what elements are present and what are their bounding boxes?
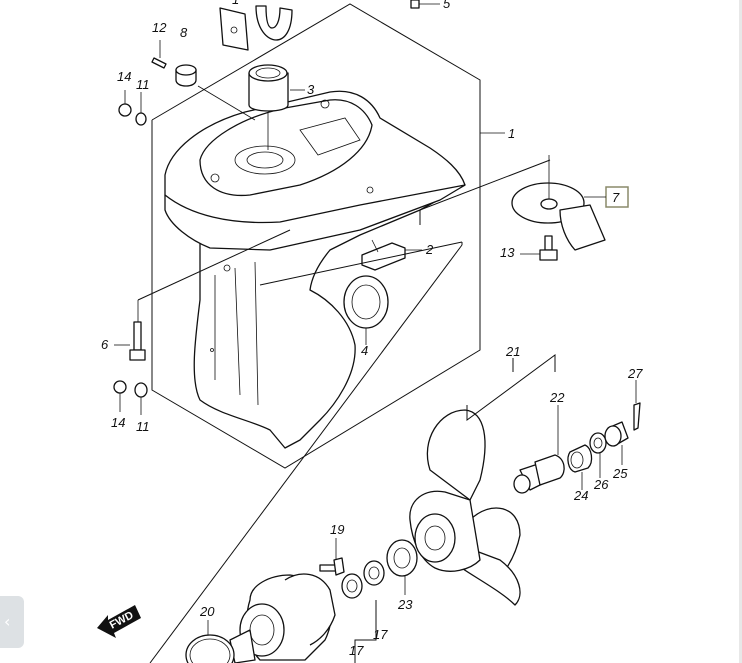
callout-7[interactable]: 7 xyxy=(612,190,620,205)
pump-plate[interactable] xyxy=(219,5,293,51)
callout-1[interactable]: 1 xyxy=(508,126,515,141)
long-bolt[interactable] xyxy=(114,300,146,361)
fwd-arrow: FWD xyxy=(97,605,141,638)
plug-upper[interactable] xyxy=(118,90,147,126)
side-collapse-tab[interactable]: ‹ xyxy=(0,596,24,648)
plug-lower[interactable] xyxy=(113,380,148,415)
grommet[interactable] xyxy=(175,64,256,121)
callout-19[interactable]: 19 xyxy=(330,522,344,537)
thrust-washer[interactable] xyxy=(567,444,593,490)
trim-tab[interactable] xyxy=(511,155,606,251)
callout-25[interactable]: 25 xyxy=(612,466,628,481)
top-mating-surface xyxy=(199,99,373,197)
washer-26[interactable] xyxy=(589,432,607,478)
needle-bearing[interactable] xyxy=(248,64,289,150)
right-edge-scroll xyxy=(739,0,742,663)
callout-17-left[interactable]: 17 xyxy=(349,643,364,658)
callout-20[interactable]: 20 xyxy=(199,604,215,619)
callout-11-upper[interactable]: 11 xyxy=(136,77,150,92)
callout-26[interactable]: 26 xyxy=(593,477,609,492)
callout-2[interactable]: 2 xyxy=(425,242,434,257)
callout-24[interactable]: 24 xyxy=(573,488,588,503)
shaft-bore xyxy=(234,145,296,175)
gear-case[interactable] xyxy=(151,3,481,469)
housing-bolt[interactable] xyxy=(319,538,345,576)
cotter-pin[interactable] xyxy=(633,380,641,431)
o-ring[interactable] xyxy=(185,620,235,663)
callout-17-right[interactable]: 17 xyxy=(373,627,388,642)
anode-part[interactable] xyxy=(361,239,422,271)
callout-8[interactable]: 8 xyxy=(180,25,188,40)
callout-5[interactable]: 5 xyxy=(443,0,451,11)
oil-seal[interactable] xyxy=(343,275,389,345)
callout-10[interactable]: 1 xyxy=(232,0,239,7)
callout-23[interactable]: 23 xyxy=(397,597,413,612)
callout-4[interactable]: 4 xyxy=(361,343,368,358)
propeller[interactable] xyxy=(409,409,521,606)
chevron-left-icon: ‹ xyxy=(4,612,11,631)
callout-6[interactable]: 6 xyxy=(101,337,109,352)
anti-ventilation-plate xyxy=(164,184,466,251)
case-outline-box xyxy=(151,3,481,469)
washer-17b[interactable] xyxy=(363,560,385,586)
trim-tab-bolt[interactable] xyxy=(520,235,558,261)
callout-27[interactable]: 27 xyxy=(627,366,643,381)
callout-13[interactable]: 13 xyxy=(500,245,515,260)
bolt-top[interactable] xyxy=(410,0,440,9)
propeller-nut[interactable] xyxy=(604,421,629,465)
seal-23[interactable] xyxy=(386,539,418,595)
spacer[interactable] xyxy=(513,405,565,494)
washer-17a[interactable] xyxy=(341,573,363,599)
callout-12[interactable]: 12 xyxy=(152,20,167,35)
small-bolt[interactable] xyxy=(151,40,167,69)
callout-11-lower[interactable]: 11 xyxy=(136,419,150,434)
callout-14-lower[interactable]: 14 xyxy=(111,415,125,430)
callout-21[interactable]: 21 xyxy=(505,344,520,359)
callout-3[interactable]: 3 xyxy=(307,82,315,97)
callout-22[interactable]: 22 xyxy=(549,390,565,405)
bearing-housing[interactable] xyxy=(229,573,336,663)
callout-14-upper[interactable]: 14 xyxy=(117,69,131,84)
